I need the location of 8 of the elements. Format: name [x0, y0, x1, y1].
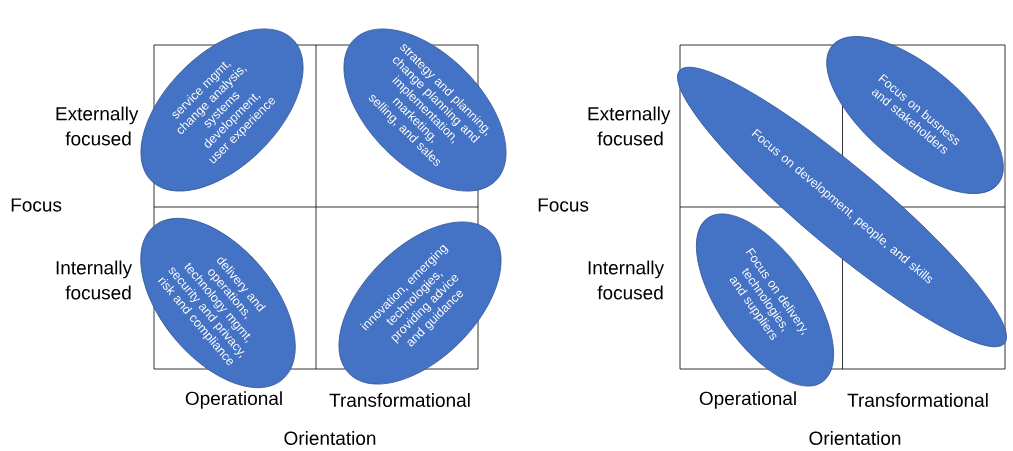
- axis-label: Orientation: [809, 431, 901, 445]
- axis-label: Transformational: [329, 393, 470, 407]
- axis-label: Operational: [699, 391, 796, 409]
- axis-label: Focus: [538, 198, 589, 212]
- axis-label: Internally focused: [588, 260, 664, 300]
- axis-label: Focus: [11, 198, 62, 212]
- axis-label: Orientation: [284, 431, 376, 445]
- axis-label: Transformational: [847, 393, 988, 407]
